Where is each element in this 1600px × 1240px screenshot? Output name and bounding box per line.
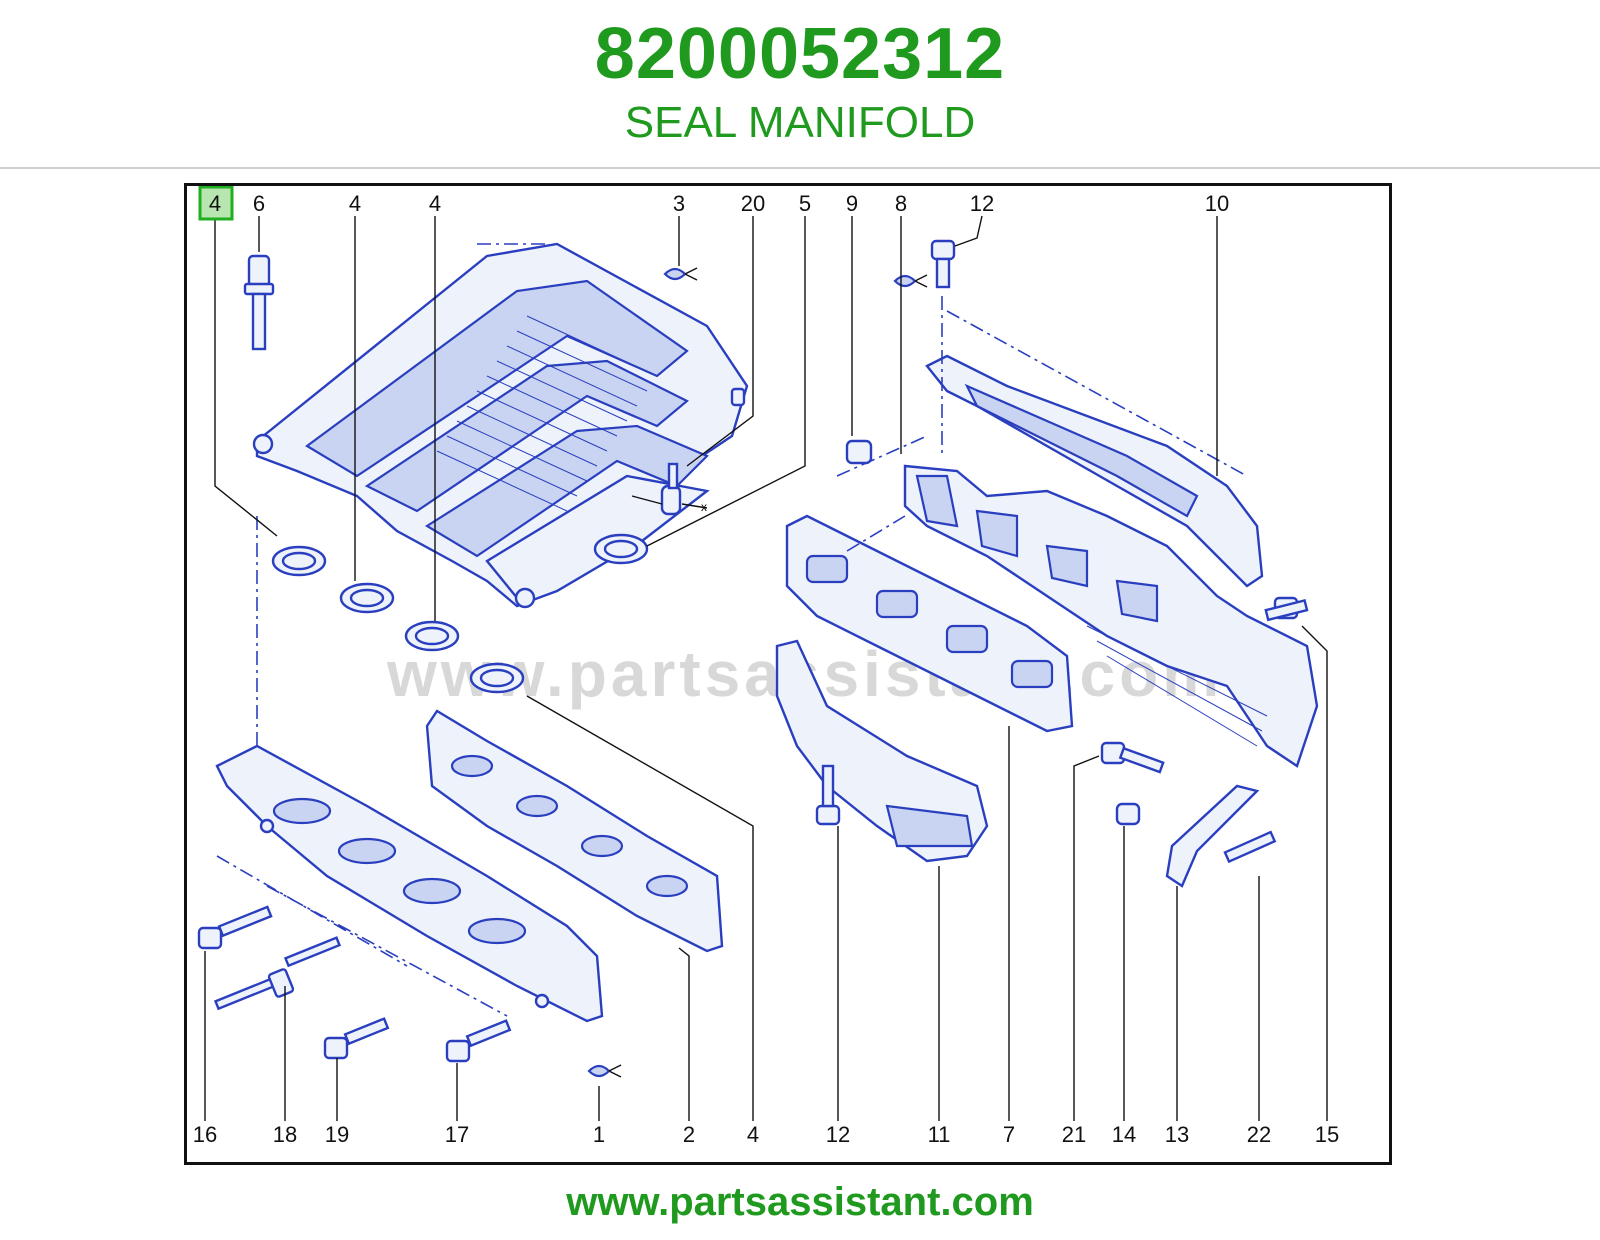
callout-11[interactable]: 11 bbox=[928, 1122, 951, 1147]
leader-lines bbox=[204, 215, 1328, 1121]
bolt-12-top-drawing bbox=[930, 239, 956, 289]
callout-4-c[interactable]: 4 bbox=[429, 191, 441, 216]
callout-4-bottom[interactable]: 4 bbox=[747, 1122, 759, 1147]
callout-22[interactable]: 22 bbox=[1247, 1122, 1271, 1147]
callout-17[interactable]: 17 bbox=[445, 1122, 469, 1147]
header: 8200052312 SEAL MANIFOLD bbox=[0, 0, 1600, 168]
clip-1-drawing bbox=[587, 1064, 622, 1078]
stud-18-drawing bbox=[213, 936, 342, 1011]
callout-13[interactable]: 13 bbox=[1165, 1122, 1189, 1147]
callout-15[interactable]: 15 bbox=[1315, 1122, 1339, 1147]
intake-seal-ring-2 bbox=[339, 582, 395, 614]
clip-3-drawing bbox=[663, 267, 698, 281]
callout-10[interactable]: 10 bbox=[1205, 191, 1229, 216]
callout-3[interactable]: 3 bbox=[673, 191, 685, 216]
clip-8-drawing bbox=[893, 274, 928, 288]
callout-5[interactable]: 5 bbox=[799, 191, 811, 216]
bolt-16-drawing bbox=[197, 905, 273, 950]
callout-12-top[interactable]: 12 bbox=[970, 191, 994, 216]
bolt-6-drawing bbox=[243, 254, 275, 351]
diagram-canvas: www.partsassistant.com bbox=[193, 186, 1339, 1147]
nut-9-drawing bbox=[845, 439, 873, 465]
bolt-19-drawing bbox=[323, 1017, 390, 1060]
callout-4-highlighted[interactable]: 4 bbox=[209, 191, 221, 216]
intake-manifold-drawing bbox=[215, 744, 604, 1023]
part-number: 8200052312 bbox=[594, 14, 1006, 94]
intake-gasket-2-drawing bbox=[425, 709, 724, 953]
header-divider bbox=[0, 167, 1600, 169]
callout-1[interactable]: 1 bbox=[593, 1122, 605, 1147]
callout-20[interactable]: 20 bbox=[741, 191, 765, 216]
callout-2[interactable]: 2 bbox=[683, 1122, 695, 1147]
callout-18[interactable]: 18 bbox=[273, 1122, 297, 1147]
bolt-15-drawing bbox=[1264, 596, 1309, 622]
callout-21[interactable]: 21 bbox=[1062, 1122, 1086, 1147]
footer-url[interactable]: www.partsassistant.com bbox=[566, 1180, 1034, 1224]
callout-7[interactable]: 7 bbox=[1003, 1122, 1015, 1147]
nut-14-drawing bbox=[1115, 802, 1141, 826]
callout-8[interactable]: 8 bbox=[895, 191, 907, 216]
callout-19[interactable]: 19 bbox=[325, 1122, 349, 1147]
callout-14[interactable]: 14 bbox=[1112, 1122, 1136, 1147]
bolt-17-drawing bbox=[445, 1019, 512, 1063]
callout-16[interactable]: 16 bbox=[193, 1122, 217, 1147]
exhaust-manifold-drawing bbox=[903, 464, 1319, 768]
exploded-parts-diagram: www.partsassistant.com bbox=[184, 183, 1392, 1165]
callout-4-b[interactable]: 4 bbox=[349, 191, 361, 216]
heat-shield-11-drawing bbox=[775, 639, 989, 863]
stud-22-drawing bbox=[1223, 830, 1277, 864]
callout-9[interactable]: 9 bbox=[846, 191, 858, 216]
callout-12-bottom[interactable]: 12 bbox=[826, 1122, 850, 1147]
seal-5-drawing bbox=[593, 533, 649, 565]
bolt-21-drawing bbox=[1100, 741, 1165, 774]
intake-seal-ring-1 bbox=[271, 545, 327, 577]
part-name: SEAL MANIFOLD bbox=[624, 98, 976, 147]
bolt-12-lower-drawing bbox=[815, 764, 841, 826]
bracket-13-drawing bbox=[1165, 784, 1260, 888]
sensor-20-drawing: x bbox=[631, 462, 708, 516]
heat-shield-10-drawing bbox=[925, 354, 1264, 588]
highlight-box bbox=[198, 186, 234, 221]
exhaust-gasket-7-drawing bbox=[785, 514, 1074, 733]
intake-seal-ring-4 bbox=[469, 662, 525, 694]
intake-plenum-drawing bbox=[252, 242, 749, 609]
callout-6[interactable]: 6 bbox=[253, 191, 265, 216]
intake-seal-ring-3 bbox=[404, 620, 460, 652]
